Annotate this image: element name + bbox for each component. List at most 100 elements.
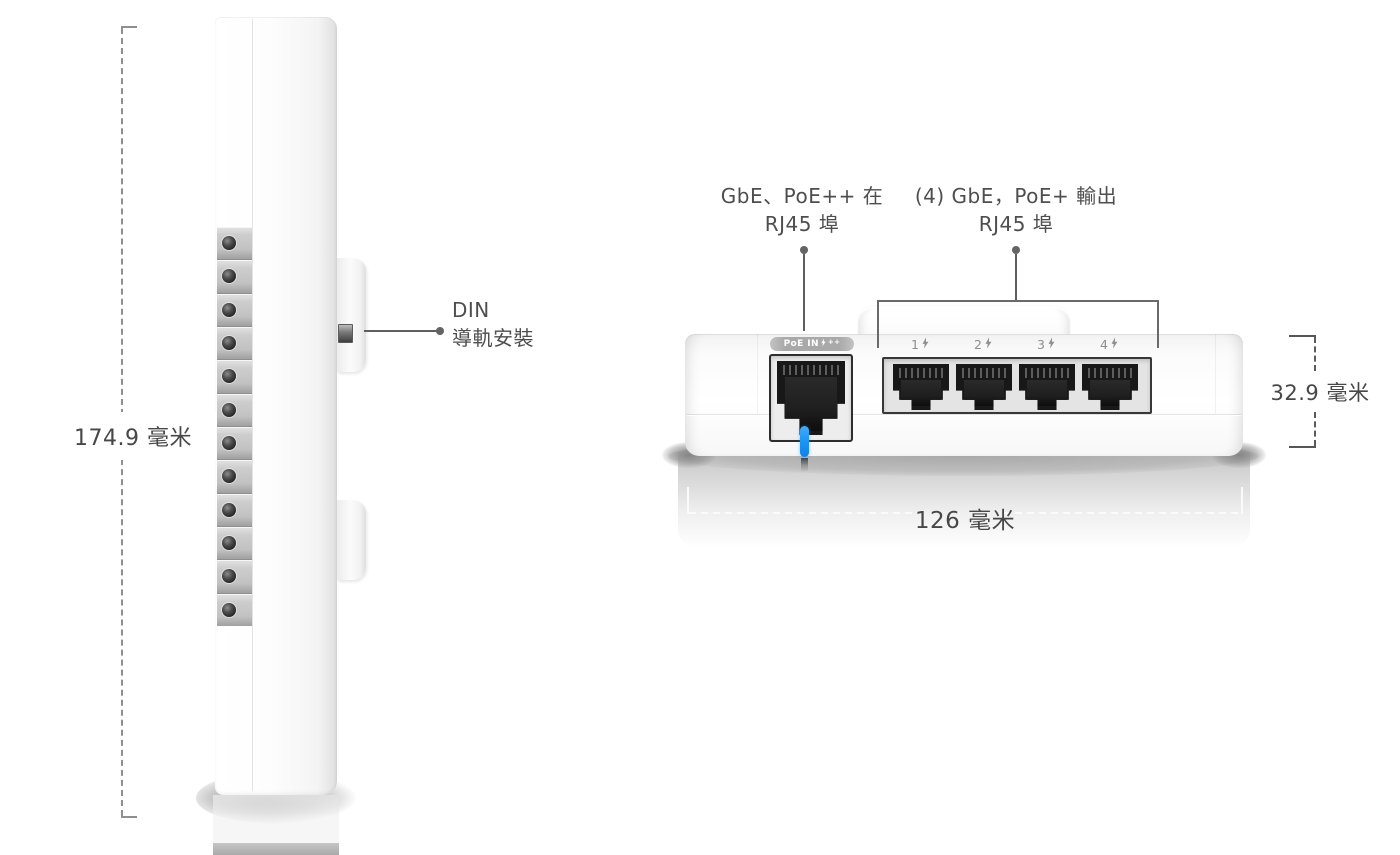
poe-out-annotation-line2: RJ45 埠 bbox=[978, 212, 1054, 236]
side-view-reflection bbox=[213, 795, 339, 843]
rj45-jack bbox=[1082, 364, 1138, 410]
din-mount-label: DIN 導軌安裝 bbox=[452, 296, 534, 352]
screw-hole bbox=[222, 469, 236, 484]
mount-segment bbox=[217, 493, 252, 527]
port-number-label: 2 bbox=[966, 337, 1000, 352]
poe-in-badge-suffix: ++ bbox=[827, 338, 841, 346]
side-view-reflection-strip bbox=[213, 843, 339, 855]
rj45-cavity bbox=[785, 377, 837, 431]
poe-in-annotation-line2: RJ45 埠 bbox=[764, 212, 840, 236]
poe-out-port-panel bbox=[882, 357, 1152, 414]
mount-segment bbox=[217, 293, 252, 327]
mount-segment bbox=[217, 393, 252, 427]
mount-segment-strip bbox=[217, 227, 252, 626]
port-number: 2 bbox=[974, 337, 982, 352]
din-mount-label-line1: DIN bbox=[452, 298, 490, 322]
mount-segment bbox=[217, 227, 252, 261]
mount-segment bbox=[217, 360, 252, 394]
port-group-bracket bbox=[877, 300, 1159, 302]
lightning-bolt-icon bbox=[821, 338, 826, 350]
port-number-label: 4 bbox=[1092, 337, 1126, 352]
lightning-bolt-icon bbox=[922, 337, 929, 352]
screw-hole bbox=[222, 236, 236, 251]
rj45-pins bbox=[1088, 368, 1132, 378]
din-mount-label-line2: 導軌安裝 bbox=[452, 326, 534, 350]
screw-hole bbox=[222, 336, 236, 351]
rj45-cavity bbox=[1090, 380, 1130, 406]
height32-dash-top bbox=[1314, 337, 1316, 371]
mount-segment bbox=[217, 593, 252, 626]
port-group-bracket-left bbox=[877, 300, 879, 348]
lightning-bolt-icon bbox=[985, 337, 992, 352]
width-dimension-line-right bbox=[1003, 512, 1241, 514]
rj45-pins bbox=[962, 368, 1006, 378]
lightning-bolt-icon bbox=[1048, 337, 1055, 352]
poe-out-leader-line bbox=[1015, 254, 1017, 302]
screw-hole bbox=[222, 502, 236, 517]
din-rail-clip bbox=[338, 324, 353, 343]
poe-in-rj45-port bbox=[769, 354, 853, 442]
screw-hole bbox=[222, 402, 236, 417]
din-rail-mount-tab-bottom bbox=[337, 500, 366, 580]
poe-in-badge-text: PoE IN bbox=[783, 339, 819, 349]
screw-hole bbox=[222, 602, 236, 617]
width-dimension-hook-right bbox=[1241, 487, 1243, 514]
status-led bbox=[800, 426, 809, 457]
rj45-jack bbox=[956, 364, 1012, 410]
front-view-reflection bbox=[678, 452, 1250, 548]
poe-in-port-badge: PoE IN ++ bbox=[770, 337, 854, 351]
height32-bracket-top bbox=[1289, 335, 1316, 337]
rj45-jack bbox=[893, 364, 949, 410]
front-face-seam-right bbox=[1215, 334, 1216, 414]
side-height-dimension-label: 174.9 毫米 bbox=[50, 412, 216, 460]
screw-hole bbox=[222, 269, 236, 284]
din-leader-dot bbox=[436, 327, 444, 335]
mount-segment bbox=[217, 460, 252, 494]
rj45-cavity bbox=[964, 380, 1004, 406]
rj45-pins bbox=[1025, 368, 1069, 378]
port-number-label: 1 bbox=[903, 337, 937, 352]
poe-in-leader-line bbox=[803, 254, 805, 331]
front-width-dimension-label: 126 毫米 bbox=[914, 508, 1016, 534]
dimension-tick-bottom bbox=[121, 816, 137, 818]
screw-hole bbox=[222, 569, 236, 584]
din-rail-mount-tab-top bbox=[337, 258, 366, 372]
poe-out-annotation: (4) GbE，PoE+ 輸出 RJ45 埠 bbox=[896, 182, 1136, 238]
width-dimension-line-left bbox=[689, 512, 927, 514]
screw-hole bbox=[222, 302, 236, 317]
poe-out-annotation-line1: (4) GbE，PoE+ 輸出 bbox=[914, 184, 1118, 208]
rj45-pins bbox=[783, 365, 839, 375]
port-number-label: 3 bbox=[1029, 337, 1063, 352]
side-body-seam bbox=[252, 19, 253, 791]
height32-dash-bottom bbox=[1314, 412, 1316, 446]
dimension-tick-top bbox=[121, 26, 137, 28]
front-face-seam-left bbox=[757, 334, 758, 414]
height32-bracket-bottom bbox=[1289, 446, 1316, 448]
lightning-bolt-icon bbox=[1111, 337, 1118, 352]
poe-in-leader-dot bbox=[800, 246, 808, 254]
rj45-jack bbox=[1019, 364, 1075, 410]
front-face-lip-line bbox=[687, 414, 1241, 415]
poe-in-annotation-line1: GbE、PoE++ 在 bbox=[720, 184, 884, 208]
port-group-bracket-right bbox=[1157, 300, 1159, 348]
din-leader-line bbox=[364, 330, 438, 332]
status-led-reflection bbox=[801, 458, 808, 472]
screw-hole bbox=[222, 369, 236, 384]
mount-segment bbox=[217, 526, 252, 561]
port-number: 3 bbox=[1037, 337, 1045, 352]
screw-hole bbox=[222, 436, 236, 451]
port-number: 1 bbox=[911, 337, 919, 352]
port-number: 4 bbox=[1100, 337, 1108, 352]
front-height-dimension-label: 32.9 毫米 bbox=[1270, 381, 1370, 405]
poe-out-leader-dot bbox=[1012, 246, 1020, 254]
rj45-pins bbox=[899, 368, 943, 378]
mount-segment bbox=[217, 326, 252, 361]
rj45-jack bbox=[777, 361, 845, 435]
screw-hole bbox=[222, 536, 236, 551]
mount-segment bbox=[217, 426, 252, 461]
width-dimension-hook-left bbox=[687, 487, 689, 514]
mount-segment bbox=[217, 560, 252, 594]
rj45-cavity bbox=[1027, 380, 1067, 406]
poe-in-annotation: GbE、PoE++ 在 RJ45 埠 bbox=[702, 182, 902, 238]
